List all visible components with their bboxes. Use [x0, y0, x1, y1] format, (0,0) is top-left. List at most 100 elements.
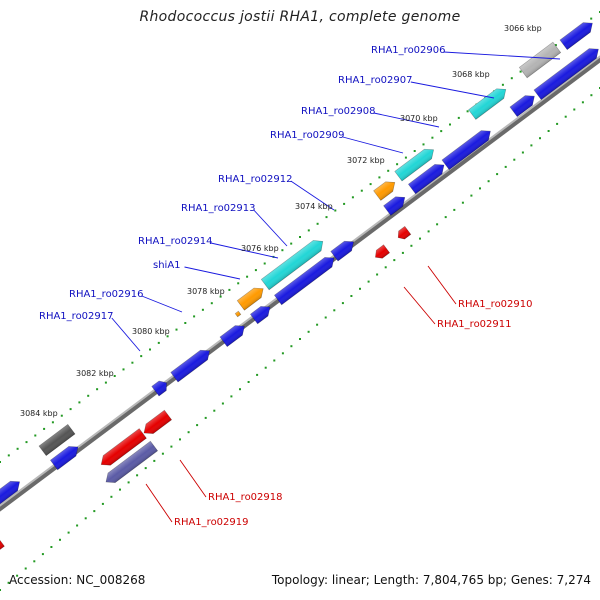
cds-3081-shade — [151, 380, 167, 397]
topology-text: Topology: linear; Length: 7,804,765 bp; … — [271, 573, 591, 587]
inner-tick-dot — [453, 208, 456, 211]
outer-tick-dot — [299, 236, 301, 238]
outer-tick-dot — [16, 447, 19, 450]
inner-tick-dot — [136, 474, 139, 477]
inner-tick-dot — [144, 467, 147, 470]
outer-tick-dot — [78, 401, 81, 404]
cds-ro02918 — [100, 428, 147, 466]
feature-ro02909 — [373, 181, 396, 201]
outer-tick-dot — [343, 202, 346, 205]
cds-ro02905-shade — [534, 48, 599, 100]
outer-tick-dot — [60, 414, 63, 417]
cds-ro02906-shade — [560, 22, 593, 50]
outer-tick-dot — [404, 156, 407, 159]
inner-tick-dot — [359, 287, 361, 290]
inner-tick-dot — [539, 137, 541, 140]
inner-tick-dot — [530, 144, 533, 147]
outer-tick-dot — [360, 189, 363, 192]
outer-tick-dot — [281, 249, 284, 252]
label-leader — [427, 265, 457, 305]
inner-tick-dot — [179, 438, 181, 441]
inner-tick-dot — [290, 345, 293, 348]
cds-3083 — [49, 446, 79, 471]
inner-tick-dot — [333, 309, 336, 312]
map-title: Rhodococcus jostii RHA1, complete genome — [139, 9, 461, 25]
outer-tick-dot — [246, 275, 249, 278]
inner-tick-dot — [256, 373, 259, 376]
outer-tick-dot — [413, 150, 416, 152]
outer-tick-dot — [387, 169, 390, 172]
outer-tick-dot — [228, 288, 231, 291]
outer-tick-dot — [34, 434, 37, 437]
kbp-tick-label: 3080 kbp — [132, 327, 170, 336]
outer-tick-dot — [519, 70, 522, 73]
outer-tick-dot — [140, 355, 143, 358]
inner-tick-dot — [204, 416, 207, 419]
cds-ro02908 — [407, 164, 445, 195]
inner-tick-dot — [401, 251, 404, 254]
outer-tick-dot — [131, 361, 134, 364]
inner-tick-dot — [170, 445, 173, 448]
cds-3085-shade — [0, 481, 20, 508]
outer-tick-dot — [25, 441, 28, 444]
cds-rev-3087 — [0, 536, 5, 552]
cds-3081 — [151, 380, 167, 397]
outer-tick-dot — [113, 375, 116, 377]
inner-tick-dot — [350, 295, 353, 297]
feature-layer — [0, 22, 599, 552]
inner-tick-dot — [367, 280, 370, 283]
inner-tick-dot — [547, 130, 550, 132]
inner-tick-dot — [153, 459, 156, 462]
trna-ro02908 — [394, 148, 434, 182]
outer-tick-dot — [422, 143, 425, 146]
cds-ro02915-shade — [250, 306, 270, 324]
cds-ro02919 — [105, 440, 159, 483]
outer-tick-dot — [7, 454, 10, 457]
inner-tick-dot — [427, 230, 430, 233]
inner-tick-dot — [307, 330, 310, 333]
feature-ro02909-shade — [373, 181, 395, 201]
cds-ro02910-shade — [398, 226, 411, 240]
inner-tick-dot — [59, 538, 61, 541]
inner-tick-dot — [419, 237, 421, 240]
feature-ro02906 — [518, 41, 562, 79]
inner-tick-dot — [504, 165, 507, 168]
trna-ro02908-shade — [394, 149, 434, 182]
inner-tick-dot — [196, 424, 199, 427]
inner-tick-dot — [127, 481, 130, 484]
outer-tick-dot — [157, 341, 160, 344]
inner-tick-dot — [221, 402, 224, 405]
inner-tick-dot — [93, 510, 96, 513]
kbp-tick-label: 3070 kbp — [400, 114, 438, 123]
cds-ro02911-shade — [375, 244, 390, 259]
inner-tick-dot — [76, 524, 79, 527]
inner-tick-dot — [521, 151, 524, 154]
outer-tick-dot — [378, 176, 381, 179]
inner-tick-dot — [324, 316, 327, 319]
cds-ro02909 — [383, 196, 406, 216]
outer-tick-dot — [210, 302, 213, 305]
outer-tick-dot — [166, 335, 169, 338]
inner-tick-dot — [161, 452, 164, 455]
cds-3085 — [0, 480, 20, 508]
inner-tick-dot — [7, 581, 10, 584]
outer-tick-dot — [263, 262, 266, 265]
inner-tick-dot — [247, 381, 250, 383]
cds-ro02912-shade — [330, 241, 354, 262]
gene-label: RHA1_ro02907 — [338, 75, 413, 86]
inner-tick-dot — [33, 560, 36, 563]
cds-ro02911 — [375, 244, 391, 259]
inner-tick-dot — [436, 223, 439, 226]
outer-tick-dot — [501, 83, 504, 86]
inner-tick-dot — [573, 108, 576, 111]
inner-tick-dot — [187, 431, 190, 434]
cds-ro02906b-shade — [510, 95, 535, 117]
outer-tick-dot — [184, 322, 187, 324]
inner-tick-dot — [119, 488, 121, 491]
inner-tick-dot — [513, 158, 516, 161]
gene-label: RHA1_ro02908 — [301, 106, 376, 117]
feature-shiA1 — [236, 287, 264, 311]
cds-3079 — [219, 325, 245, 348]
outer-tick-dot — [122, 368, 125, 371]
